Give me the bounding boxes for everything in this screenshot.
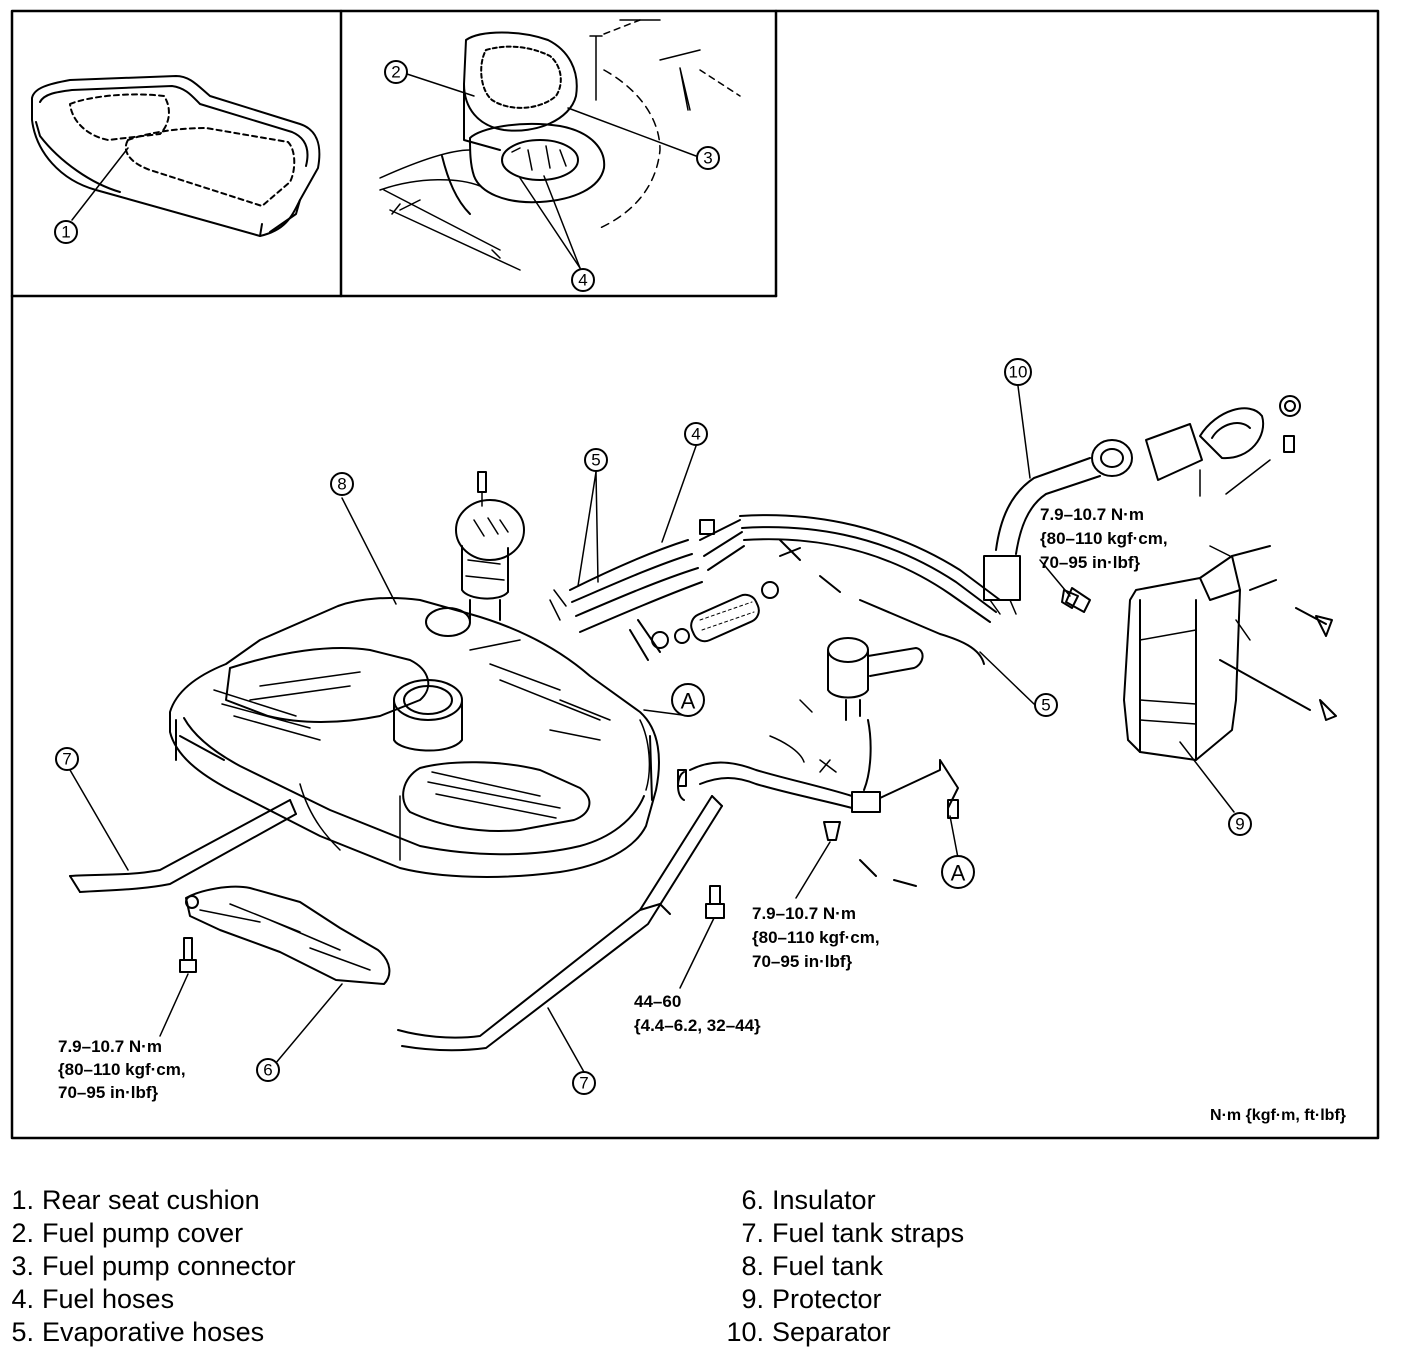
leader-1 [71,147,129,221]
insulator-drawing [185,885,391,985]
callout-7a-label: 7 [62,750,71,769]
leader-5b [979,651,1035,705]
torque-1-line-1: 7.9–10.7 N·m [58,1037,162,1056]
fuel-tank-exploded-diagram: 1 2 3 4 4 5 5 6 7 7 8 9 10 A A 7.9–10.7 … [10,9,1380,1140]
torque-2-line-1: 7.9–10.7 N·m [752,904,856,923]
callout-8-circle [330,472,354,496]
legend-item-3: 3.Fuel pump connector [11,1251,296,1281]
callout-5a-label: 5 [591,451,600,470]
legend-item-8: 8.Fuel tank [741,1251,884,1281]
callout-10-label: 10 [1009,363,1028,382]
leader-3 [567,107,697,157]
fuel-tank-straps-drawing [69,795,723,1052]
torque-1-line-3: 70–95 in·lbf} [58,1083,159,1102]
legend-item-4: 4.Fuel hoses [11,1284,175,1314]
callout-2-label: 2 [391,63,400,82]
callout-4b-circle [684,422,708,446]
callout-labels: 1 2 3 4 4 5 5 6 7 7 8 9 10 A A [61,63,1244,1093]
callout-1-label: 1 [61,223,70,242]
fuel-pump-drawing [455,471,525,621]
leader-5a-1 [577,471,597,587]
check-valve-drawing [677,637,959,887]
legend-item-1: 1.Rear seat cushion [11,1185,260,1215]
torque-2-line-3: 70–95 in·lbf} [752,952,853,971]
leader-5a-2 [595,471,599,583]
callout-1-circle [54,220,78,244]
callout-4a-label: 4 [578,271,587,290]
leader-t4 [679,917,715,989]
callout-4b-label: 4 [691,425,700,444]
legend-item-2: 2.Fuel pump cover [11,1218,244,1248]
callout-7b-label: 7 [579,1074,588,1093]
callout-4a-circle [571,268,595,292]
legend-item-5: 5.Evaporative hoses [11,1317,265,1347]
callout-9-circle [1228,812,1252,836]
legend-column-left: 1.Rear seat cushion 2.Fuel pump cover 3.… [0,1184,296,1349]
callout-a1-circle [671,683,705,717]
callout-5b-label: 5 [1041,696,1050,715]
callout-2-circle [384,60,408,84]
leader-6 [269,983,343,1071]
callouts [54,60,1252,1095]
legend-item-7: 7.Fuel tank straps [741,1218,965,1248]
leader-4a [519,177,581,269]
torque-1-line-2: {80–110 kgf·cm, [58,1060,186,1079]
units-note: N·m {kgf·m, ft·lbf} [1210,1107,1346,1124]
leader-7a [69,769,129,871]
leader-t3 [1039,559,1071,597]
torque-4-line-1: 44–60 [634,992,681,1011]
fuel-pump-cover-drawing [379,19,741,271]
leader-t2 [795,841,831,899]
separator-drawing [983,395,1301,615]
leader-4a-b [543,175,581,269]
legend-column-right: 6.Insulator 7.Fuel tank straps 8.Fuel ta… [722,1184,964,1349]
callout-a2-circle [941,855,975,889]
leader-8 [341,497,397,605]
fuel-hoses-drawing [549,514,1001,665]
torque-4-line-2: {4.4–6.2, 32–44} [634,1016,761,1035]
leader-7b [547,1007,585,1073]
callout-7a-circle [55,747,79,771]
torque-specs: 7.9–10.7 N·m {80–110 kgf·cm, 70–95 in·lb… [58,505,1346,1124]
rear-seat-cushion-drawing [31,75,321,237]
callout-3-circle [696,146,720,170]
torque-3-line-2: {80–110 kgf·cm, [1040,529,1168,548]
legend-item-6: 6.Insulator [741,1185,876,1215]
leader-10 [1017,385,1031,479]
legend-item-9: 9.Protector [741,1284,882,1314]
callout-a2-label: A [951,861,966,886]
torque-2-line-2: {80–110 kgf·cm, [752,928,880,947]
callout-6-circle [256,1058,280,1082]
leader-t1 [159,973,189,1037]
callout-5b-circle [1034,693,1058,717]
protector-drawing [1123,545,1337,761]
leader-4b [661,445,697,543]
torque-3-line-1: 7.9–10.7 N·m [1040,505,1144,524]
bolts-drawing [179,587,1091,973]
callout-10-circle [1004,358,1032,386]
torque-3-line-3: 70–95 in·lbf} [1040,553,1141,572]
callout-8-label: 8 [337,475,346,494]
callout-7b-circle [572,1071,596,1095]
leader-9 [1179,741,1235,813]
parts-legend: 1.Rear seat cushion 2.Fuel pump cover 3.… [0,1184,1408,1354]
callout-a1-label: A [681,689,696,714]
callout-6-label: 6 [263,1061,272,1080]
legend-item-10: 10.Separator [726,1317,891,1347]
main-frame [10,9,1380,1140]
callout-5a-circle [584,448,608,472]
callout-3-label: 3 [703,149,712,168]
callout-9-label: 9 [1235,815,1244,834]
leader-2 [406,73,475,97]
fuel-tank-drawing [169,597,660,878]
leader-a2 [949,815,959,859]
